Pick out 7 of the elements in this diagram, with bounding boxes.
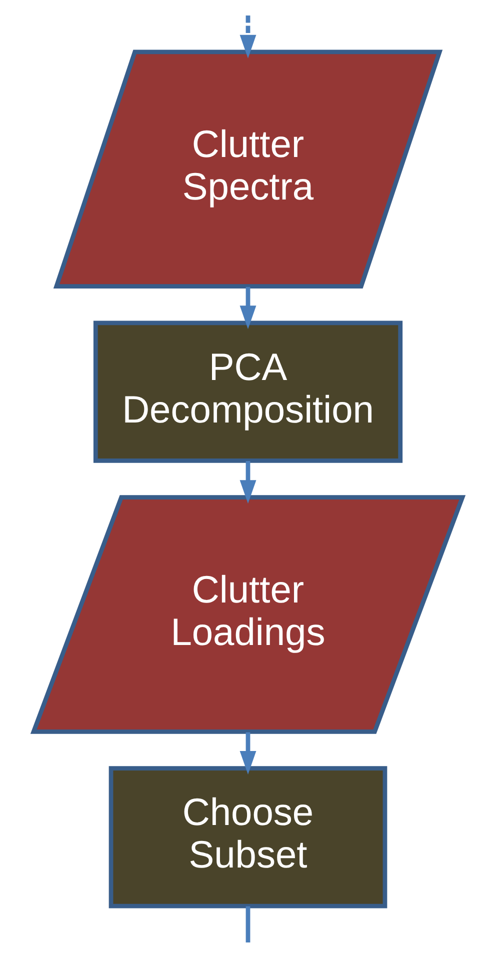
arrow — [239, 286, 256, 330]
arrow — [239, 15, 256, 58]
arrow — [239, 732, 256, 774]
node-box: Choose Subset — [108, 766, 387, 908]
connector — [245, 906, 250, 942]
node-box: PCA Decomposition — [92, 320, 402, 463]
arrow — [239, 461, 256, 504]
